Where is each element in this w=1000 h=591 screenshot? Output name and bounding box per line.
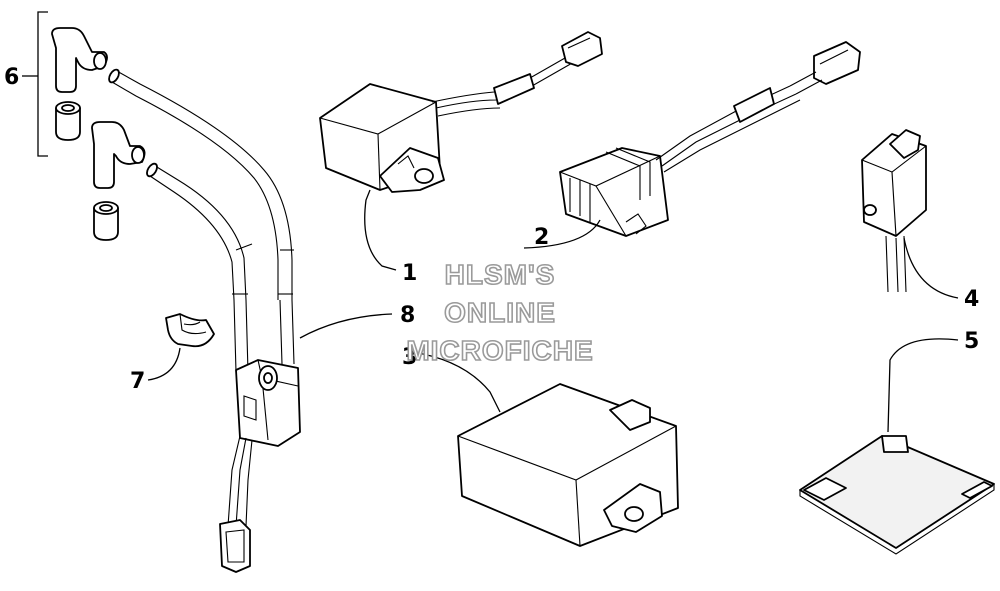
callout-5: 5 [964, 329, 979, 354]
callout-2: 2 [534, 225, 549, 250]
label-plate-5[interactable] [799, 435, 995, 555]
watermark: HLSM'S ONLINE MICROFICHE [406, 258, 594, 367]
callout-7: 7 [130, 369, 145, 394]
cdi-box-3[interactable] [457, 383, 679, 547]
callout-8: 8 [400, 303, 415, 328]
part-6-bracket [22, 11, 48, 157]
sensor-module-4[interactable] [861, 129, 927, 293]
leader-lines [147, 189, 959, 433]
callout-4: 4 [964, 287, 979, 312]
callout-6: 6 [4, 65, 19, 90]
watermark-line-3: MICROFICHE [406, 335, 593, 366]
spark-plug-cap-lower[interactable] [91, 121, 146, 189]
watermark-line-1: HLSM'S [445, 259, 556, 290]
control-module-1[interactable] [319, 31, 603, 193]
clip[interactable] [165, 313, 215, 348]
spark-plug-cap-upper[interactable] [51, 27, 108, 93]
ignition-coil-assembly[interactable] [107, 68, 301, 573]
boot-lower[interactable] [93, 201, 119, 241]
callout-1: 1 [402, 261, 417, 286]
callout-3: 3 [402, 345, 417, 370]
voltage-regulator-2[interactable] [559, 41, 861, 237]
watermark-line-2: ONLINE [444, 297, 556, 328]
boot-upper[interactable] [55, 101, 81, 141]
